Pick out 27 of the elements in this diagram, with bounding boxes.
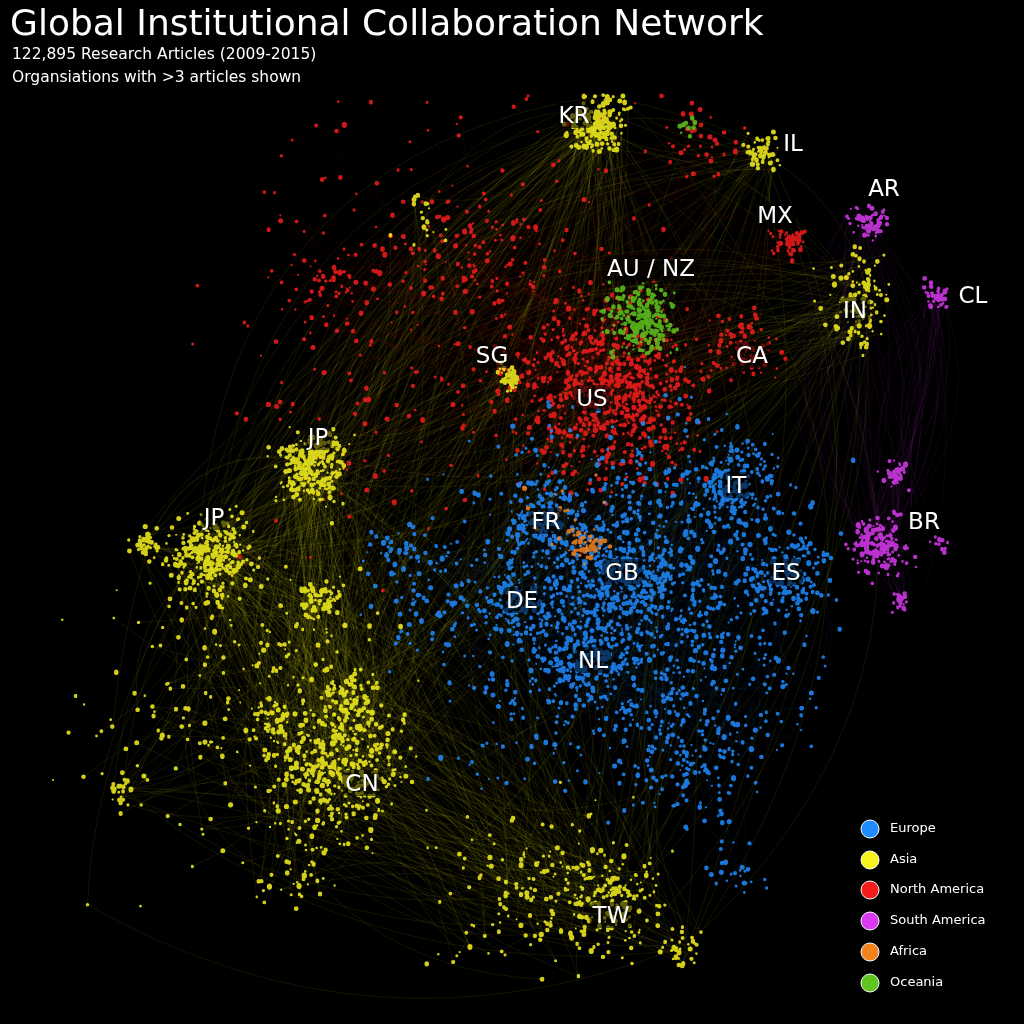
country-label: JP	[200, 504, 228, 530]
legend-label: Asia	[890, 850, 918, 866]
country-label: KR	[555, 102, 593, 128]
legend-label: North America	[890, 881, 985, 897]
subtitle: Organsiations with >3 articles shown	[12, 68, 302, 86]
country-label: MX	[754, 202, 796, 228]
legend-label: South America	[890, 912, 986, 928]
country-label: BR	[905, 508, 943, 534]
legend-label: Africa	[890, 942, 928, 958]
country-label: JP	[304, 424, 332, 450]
legend-label: Europe	[890, 820, 936, 835]
country-label: CN	[342, 770, 382, 796]
country-label: IN	[840, 297, 870, 323]
country-label: TW	[589, 902, 633, 928]
title: Global Institutional Collaboration Network	[10, 2, 764, 43]
country-label: DE	[502, 587, 542, 613]
country-label: FR	[528, 508, 564, 534]
legend-label: Oceania	[890, 973, 944, 989]
country-label: ES	[768, 559, 804, 585]
country-label: NL	[575, 647, 611, 673]
country-label: IT	[722, 472, 750, 498]
country-label: US	[573, 385, 611, 411]
country-label: GB	[602, 559, 642, 585]
subtitle: 122,895 Research Articles (2009-2015)	[12, 45, 317, 63]
country-label: AU / NZ	[604, 255, 698, 281]
country-label: SG	[472, 342, 512, 368]
country-label: CA	[733, 342, 771, 368]
